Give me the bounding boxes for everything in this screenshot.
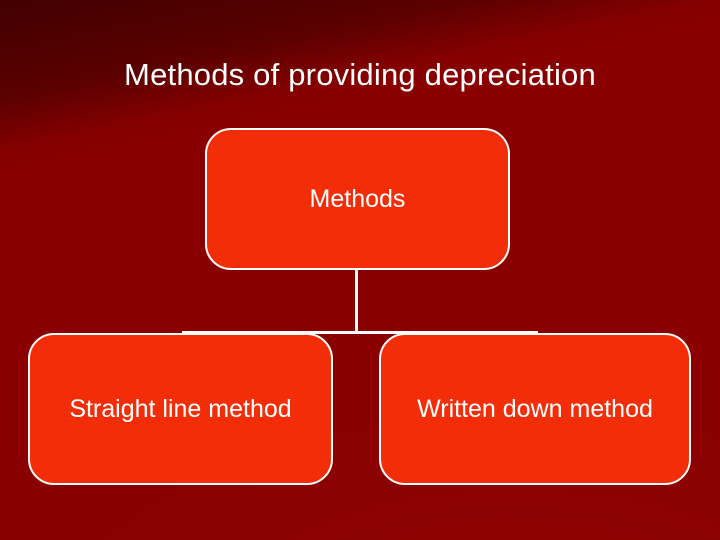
page-title: Methods of providing depreciation	[124, 57, 596, 92]
diagram-node-straight-line-method: Straight line method	[28, 333, 333, 485]
diagram-node-written-down-method-label: Written down method	[417, 395, 653, 423]
diagram-node-root-label: Methods	[309, 185, 406, 213]
diagram-node-straight-line-method-label: Straight line method	[69, 395, 292, 423]
connector-horizontal	[182, 331, 538, 334]
connector-root-vertical	[355, 269, 358, 333]
diagram-node-root: Methods	[205, 128, 510, 270]
diagram-node-written-down-method: Written down method	[379, 333, 691, 485]
